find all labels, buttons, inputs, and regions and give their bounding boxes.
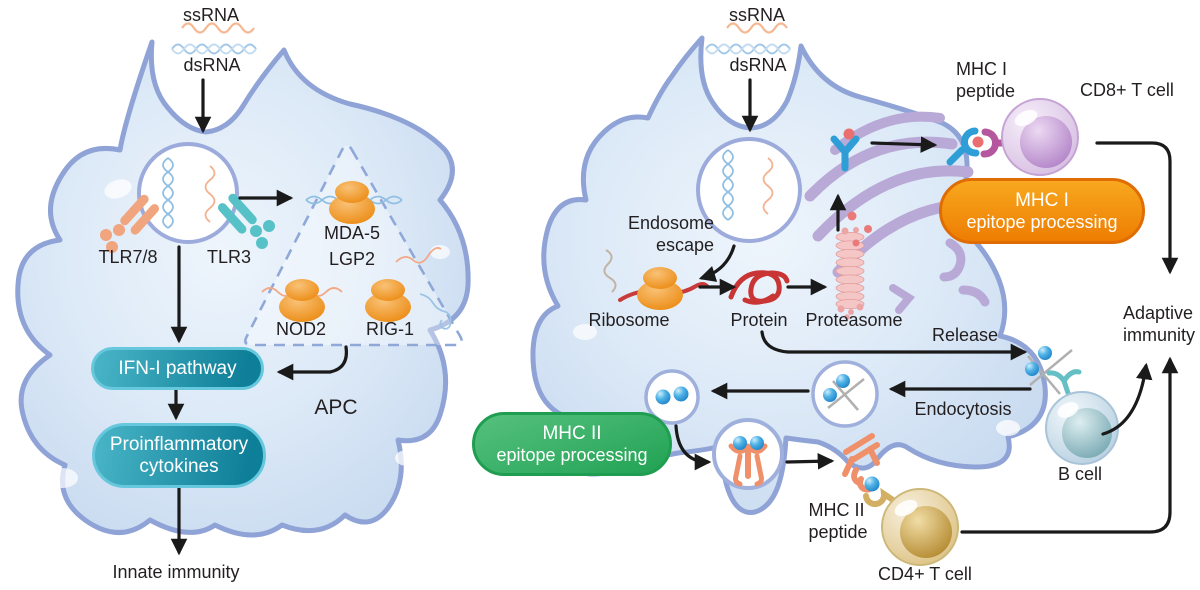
cd8-to-adaptive-arrow	[1095, 141, 1179, 275]
adaptive-immunity-label: Adaptive immunity	[1123, 302, 1195, 346]
mhc2-badge-line1: MHC II	[542, 422, 602, 444]
cd4-tcr-icon	[863, 487, 899, 507]
tlr3-label: TLR3	[206, 247, 252, 267]
mhc2-loading-vesicle-icon	[712, 418, 784, 490]
mhc1-badge-line2: epitope processing	[966, 211, 1118, 232]
rig1-protein-icon	[365, 247, 452, 330]
proinflammatory-cytokines-badge: Proinflammatory cytokines	[92, 423, 266, 488]
ifn-pathway-badge-label: IFN-I pathway	[118, 357, 237, 379]
surface-mhc2-icon	[842, 433, 899, 507]
tlr78-receptor-icon	[100, 194, 160, 253]
bcell-to-adaptive-arrow	[1101, 362, 1153, 436]
mhc2-peptide-line1: MHC II	[808, 500, 865, 520]
mhc1-receptor-icon	[830, 128, 860, 172]
endosome-escape-line2: escape	[655, 235, 714, 255]
dsrna-strand-left-icon	[171, 43, 257, 55]
apc-label: APC	[314, 396, 358, 419]
ifn-pathway-badge: IFN-I pathway	[91, 347, 264, 390]
ssrna-strand-left-icon	[181, 22, 255, 34]
innate-immunity-label: Innate immunity	[112, 562, 240, 582]
dsrna-label-right: dsRNA	[729, 55, 787, 75]
dsrna-label-left: dsRNA	[183, 55, 241, 75]
mhc1-peptide-line2: peptide	[956, 81, 1016, 101]
peptide-fragments-icon	[847, 211, 872, 247]
left-pathway-arrows	[167, 78, 349, 556]
mhc1-peptide-label: MHC I peptide	[956, 58, 1015, 102]
endosome-escape-arrow	[698, 244, 736, 282]
mhc2-peptide-label: MHC II peptide	[808, 499, 867, 543]
mhc1-badge-line1: MHC I	[1015, 189, 1069, 211]
proteasome-icon	[835, 211, 872, 320]
endocytosis-label: Endocytosis	[914, 399, 1012, 419]
rig1-label: RIG-1	[365, 319, 415, 339]
ribosome-label: Ribosome	[588, 310, 670, 330]
adaptive-immunity-line2: immunity	[1122, 325, 1196, 345]
mhc1-peptide-line1: MHC I	[956, 59, 1007, 79]
dsrna-strand-right-icon	[705, 43, 791, 55]
b-cell-label: B cell	[1057, 464, 1103, 484]
tlr3-receptor-icon	[217, 193, 275, 249]
b-cell-receptor-icon	[1046, 369, 1082, 396]
ribosome-icon	[603, 249, 709, 310]
adaptive-immunity-line1: Adaptive	[1122, 303, 1194, 323]
nod2-label: NOD2	[275, 319, 327, 339]
endosome-escape-label: Endosome escape	[628, 212, 714, 256]
cd4-t-cell-label: CD4+ T cell	[878, 564, 972, 584]
endosome-left	[137, 142, 239, 244]
right-pathway-arrows	[674, 78, 1179, 534]
mhc1-epitope-processing-badge: MHC I epitope processing	[939, 178, 1145, 244]
cytokines-badge-line1: Proinflammatory	[109, 433, 249, 455]
protein-icon	[728, 270, 790, 305]
antigen-icon	[1025, 346, 1073, 395]
cd8-t-cell-icon	[1001, 98, 1079, 176]
endosome-right	[696, 137, 802, 243]
cd8-t-cell-label: CD8+ T cell	[1080, 80, 1174, 100]
lgp2-label: LGP2	[328, 249, 376, 269]
mda5-label: MDA-5	[323, 223, 381, 243]
cd4-t-cell-icon	[881, 488, 959, 566]
release-arrow	[760, 330, 1028, 361]
cytokines-badge-line2: cytokines	[139, 455, 219, 477]
mhc2-peptide-line2: peptide	[808, 522, 868, 542]
ssrna-strand-right-icon	[726, 22, 788, 34]
ssrna-label-left: ssRNA	[182, 5, 240, 25]
apc-cell-left	[15, 39, 471, 538]
release-label: Release	[931, 325, 999, 345]
peptide-vesicle-icon	[644, 369, 700, 425]
endocytic-vesicle-icon	[811, 360, 879, 428]
mhc2-badge-line2: epitope processing	[496, 444, 648, 465]
cd4-to-adaptive-arrow	[960, 356, 1179, 534]
tlr78-label: TLR7/8	[98, 247, 158, 267]
nod2-protein-icon	[261, 279, 343, 322]
mda5-lgp2-protein-icon	[305, 181, 403, 224]
protein-label: Protein	[730, 310, 788, 330]
endosome-escape-line1: Endosome	[627, 213, 714, 233]
ssrna-label-right: ssRNA	[728, 5, 786, 25]
b-cell-icon	[1045, 391, 1119, 465]
proteasome-label: Proteasome	[805, 310, 903, 330]
mhc2-epitope-processing-badge: MHC II epitope processing	[472, 412, 672, 476]
